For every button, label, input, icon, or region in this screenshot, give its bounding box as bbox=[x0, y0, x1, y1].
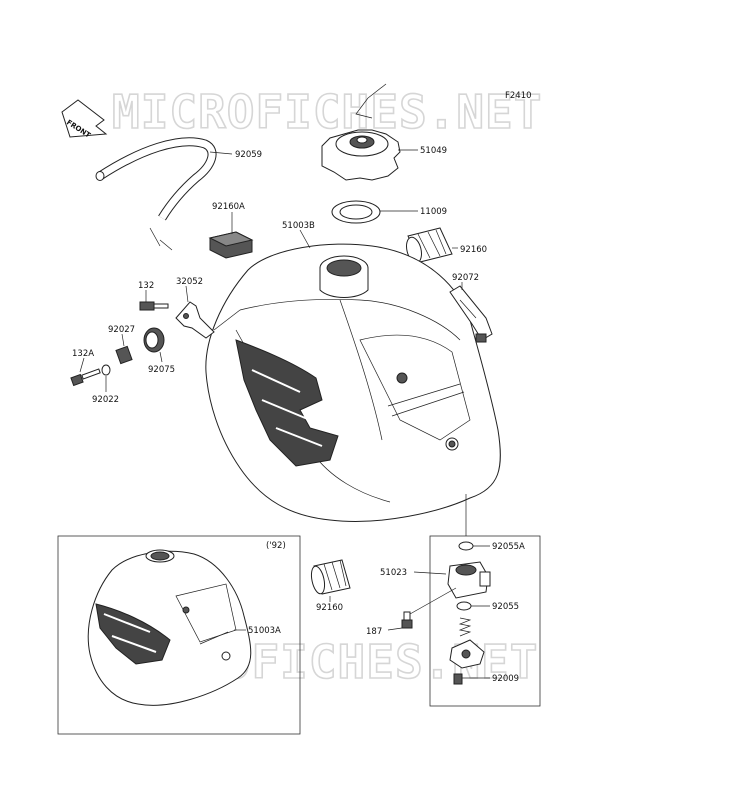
label-51023: 51023 bbox=[380, 568, 407, 578]
fuel-filter-mid bbox=[310, 559, 351, 595]
front-arrow-icon: FRONT bbox=[61, 99, 108, 140]
label-187: 187 bbox=[366, 627, 382, 637]
label-92027: 92027 bbox=[108, 325, 135, 335]
collar-92027 bbox=[115, 345, 133, 365]
label-11009: 11009 bbox=[420, 207, 447, 217]
watermark-top: MICROFICHES.NET bbox=[112, 85, 542, 139]
inset-note: ('92) bbox=[266, 541, 286, 551]
clamp-92072 bbox=[449, 285, 493, 343]
fuel-filter-top bbox=[406, 227, 453, 264]
label-92009: 92009 bbox=[492, 674, 519, 684]
label-92022: 92022 bbox=[92, 395, 119, 405]
lever-plate-92009 bbox=[449, 639, 485, 685]
breather-hose bbox=[95, 137, 217, 251]
fuel-cock-box bbox=[429, 535, 541, 707]
screw-187 bbox=[401, 611, 413, 629]
label-132A: 132A bbox=[72, 349, 94, 359]
label-51003B: 51003B bbox=[282, 221, 315, 231]
label-92160A: 92160A bbox=[212, 202, 245, 212]
o-ring-92055A bbox=[458, 541, 474, 551]
label-92055A: 92055A bbox=[492, 542, 525, 552]
fuel-cock-51023 bbox=[409, 561, 491, 615]
bolt-132 bbox=[139, 301, 169, 311]
rubber-92075 bbox=[143, 327, 165, 353]
label-92072: 92072 bbox=[452, 273, 479, 283]
label-51049: 51049 bbox=[420, 146, 447, 156]
fuel-tank-main bbox=[205, 243, 501, 522]
spring bbox=[458, 617, 472, 637]
label-92059: 92059 bbox=[235, 150, 262, 160]
label-92055: 92055 bbox=[492, 602, 519, 612]
fuel-tank-1992 bbox=[87, 549, 252, 706]
damper-rubber bbox=[208, 231, 254, 259]
label-92160-top: 92160 bbox=[460, 245, 487, 255]
label-132: 132 bbox=[138, 281, 154, 291]
bolt-132A bbox=[70, 364, 111, 387]
cap-gasket bbox=[331, 200, 381, 224]
figure-code: F2410 bbox=[505, 91, 532, 101]
o-ring-92055 bbox=[456, 601, 472, 611]
inset-box-1992 bbox=[57, 535, 301, 735]
label-51003A: 51003A bbox=[248, 626, 281, 636]
label-32052: 32052 bbox=[176, 277, 203, 287]
label-92075: 92075 bbox=[148, 365, 175, 375]
mount-bracket bbox=[175, 301, 215, 339]
label-92160-mid: 92160 bbox=[316, 603, 343, 613]
fuel-cap bbox=[321, 83, 401, 181]
